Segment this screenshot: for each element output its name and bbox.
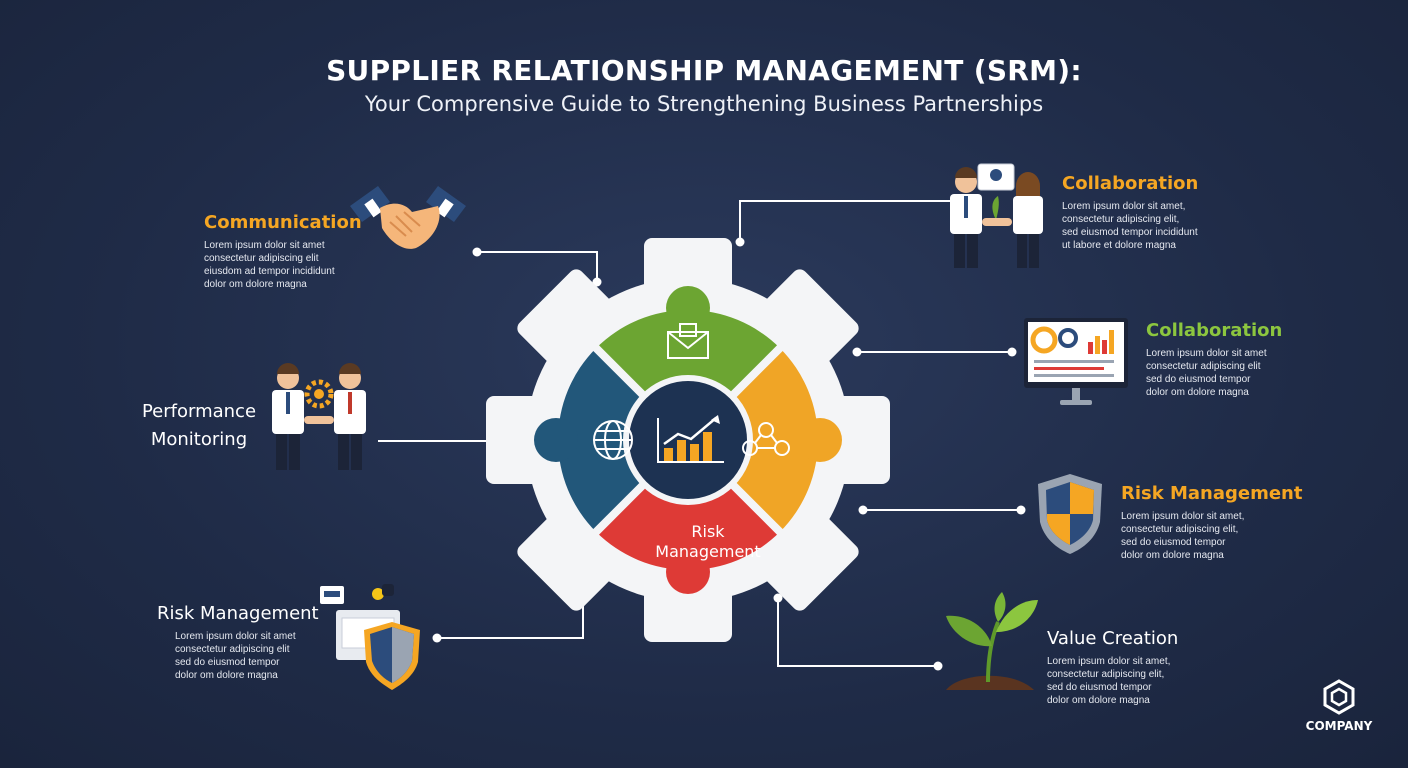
gear-center (623, 375, 753, 505)
collab-top-block: Collaboration Lorem ipsum dolor sit amet… (1062, 173, 1198, 252)
connector-value (777, 598, 938, 667)
performance-block: Performance Monitoring (140, 398, 258, 454)
gear-tooth (517, 269, 616, 368)
collab-mid-text: Lorem ipsum dolor sit amet consectetur a… (1146, 348, 1267, 398)
handshake-icon (350, 186, 466, 249)
connector-collab-top (739, 200, 958, 242)
connector-lines (378, 200, 1021, 667)
segment-red (596, 471, 780, 570)
gear: Risk Management (486, 238, 890, 642)
shield-icon (1038, 474, 1102, 554)
collab-mid-block: Collaboration Lorem ipsum dolor sit amet… (1146, 320, 1282, 399)
gear-tooth (760, 512, 859, 611)
page-title: SUPPLIER RELATIONSHIP MANAGEMENT (SRM): (326, 54, 1082, 87)
collab-mid-heading: Collaboration (1146, 320, 1283, 341)
knob-blue (534, 418, 578, 462)
collab-top-text: Lorem ipsum dolor sit amet, consectetur … (1062, 201, 1198, 251)
segment-orange (719, 348, 818, 532)
connector-risk-left (437, 598, 584, 639)
bar-chart-icon (657, 415, 724, 463)
segment-green (596, 310, 780, 409)
business-people-icon (272, 363, 366, 470)
page-subtitle: Your Comprensive Guide to Strengthening … (364, 92, 1044, 116)
plant-growth-icon (946, 592, 1038, 690)
risk-right-heading: Risk Management (1121, 483, 1303, 504)
collab-top-heading: Collaboration (1062, 173, 1199, 194)
connector-communication (477, 251, 598, 282)
network-icon (742, 422, 790, 456)
value-heading: Value Creation (1047, 628, 1179, 649)
company-logo-text: COMPANY (1305, 719, 1373, 733)
knob-green (666, 286, 710, 330)
risk-left-text: Lorem ipsum dolor sit amet consectetur a… (175, 631, 296, 681)
communication-text: Lorem ipsum dolor sit amet consectetur a… (204, 240, 335, 290)
performance-heading-line-1: Performance (141, 401, 257, 422)
gear-tooth (517, 512, 616, 611)
value-block: Value Creation Lorem ipsum dolor sit ame… (1047, 628, 1178, 707)
value-text: Lorem ipsum dolor sit amet, consectetur … (1047, 656, 1171, 706)
envelope-icon (667, 323, 709, 359)
hexagon-logo-icon (1323, 679, 1355, 715)
risk-left-block: Risk Management Lorem ipsum dolor sit am… (157, 603, 319, 682)
gear-segment-label-2: Management (655, 542, 760, 561)
communication-heading: Communication (204, 212, 362, 233)
knob-red (666, 550, 710, 594)
knob-orange (798, 418, 842, 462)
risk-right-text: Lorem ipsum dolor sit amet, consectetur … (1121, 511, 1245, 561)
performance-heading-line-2: Monitoring (150, 429, 248, 450)
risk-left-heading: Risk Management (157, 603, 319, 624)
gear-tooth (760, 269, 859, 368)
team-collaboration-icon (950, 163, 1043, 268)
gear-segment-label-1: Risk (691, 522, 725, 541)
communication-block: Communication Lorem ipsum dolor sit amet… (204, 212, 362, 291)
security-screen-icon (320, 584, 420, 690)
globe-icon (593, 420, 633, 460)
dashboard-monitor-icon (1024, 318, 1128, 405)
risk-right-block: Risk Management Lorem ipsum dolor sit am… (1121, 483, 1302, 562)
